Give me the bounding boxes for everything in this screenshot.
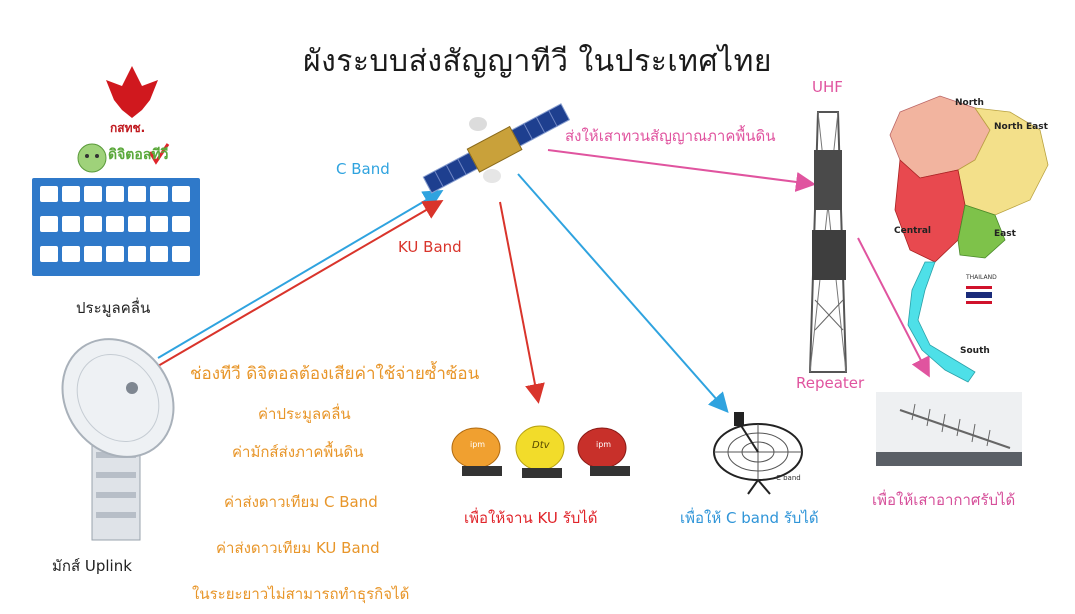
c-band-uplink-arrow [157, 189, 444, 359]
satellite-to-tower-label: ส่งให้เสาทวนสัญญาณภาคพื้นดิน [565, 127, 776, 145]
repeater-arrow [857, 237, 930, 378]
thai-flag-icon [966, 286, 992, 304]
ku-band-uplink-arrow [157, 199, 444, 367]
channel-logo [40, 186, 58, 202]
ku-dish-yellow-icon [515, 425, 565, 478]
cost-item: ในระยะยาวไม่สามารถทำธุรกิจได้ [192, 585, 410, 603]
channel-logo [128, 246, 146, 262]
ku-band-label: KU Band [398, 238, 462, 256]
ku-dish-caption: เพื่อให้จาน KU รับได้ [464, 509, 598, 527]
digital-tv-logo [77, 143, 170, 173]
dish-brand-text: ipm [596, 440, 612, 449]
c-band-label: C Band [336, 160, 390, 178]
channel-logo [128, 186, 146, 202]
map-label-east: East [994, 229, 1016, 239]
channel-logo [128, 216, 146, 232]
uhf-label: UHF [812, 78, 843, 96]
channel-logo [40, 216, 58, 232]
channel-logo [150, 216, 168, 232]
channel-logo [172, 216, 190, 232]
repeater-tower-icon [808, 111, 848, 373]
tower-downlink-arrow [547, 149, 816, 192]
c-band-dish-icon [713, 412, 803, 495]
tv-antenna-photo [876, 392, 1022, 466]
costs-heading: ช่องทีวี ดิจิตอลต้องเสียค่าใช้จ่ายซ้ำซ้อ… [190, 364, 480, 384]
channel-logo [84, 246, 102, 262]
channel-logo [84, 186, 102, 202]
c-dish-caption: เพื่อให้ C band รับได้ [680, 509, 819, 527]
nbtc-logo-text: กสทช. [110, 121, 146, 135]
channel-logo [150, 246, 168, 262]
satellite-icon [422, 103, 571, 194]
digital-tv-text: ดิจิตอลทีวี [108, 147, 169, 163]
dish-brand-text: Dtv [532, 440, 550, 451]
c-band-dish-text: C band [776, 474, 801, 482]
channel-logo [40, 246, 58, 262]
channel-logo [106, 186, 124, 202]
thailand-map [889, 95, 1049, 383]
repeater-label: Repeater [796, 374, 865, 392]
antenna-caption: เพื่อให้เสาอากาศรับได้ [872, 491, 1016, 509]
channel-logo [84, 216, 102, 232]
channel-logo [172, 246, 190, 262]
map-label-central: Central [894, 226, 932, 236]
cost-item: ค่าส่งดาวเทียม C Band [224, 493, 378, 511]
page-title: ผังระบบส่งสัญญาทีวี ในประเทศไทย [303, 44, 772, 79]
uplink-dish-icon [61, 338, 175, 541]
channel-logo [62, 216, 80, 232]
cost-item: ค่าประมูลคลื่น [258, 405, 351, 423]
c-downlink-arrow [517, 173, 729, 414]
channel-logo [150, 186, 168, 202]
channel-logo-grid [32, 178, 200, 276]
map-label-south: South [960, 346, 990, 356]
ku-downlink-arrow [499, 201, 545, 404]
ku-dish-orange-icon [451, 427, 502, 476]
uplink-label: มักส์ Uplink [52, 557, 132, 575]
channel-logo [62, 186, 80, 202]
channel-logo [62, 246, 80, 262]
channel-logo [106, 246, 124, 262]
channel-logo [106, 216, 124, 232]
map-label-north: North [955, 98, 984, 108]
map-label-thailand: THAILAND [966, 274, 997, 281]
channel-logo [172, 186, 190, 202]
dish-brand-text: ipm [470, 440, 486, 449]
cost-item: ค่าส่งดาวเทียม KU Band [216, 539, 380, 557]
map-label-north-east: North East [994, 122, 1048, 132]
ku-dish-red-icon [577, 427, 630, 476]
garuda-emblem-icon [106, 66, 158, 118]
source-label: ประมูลคลื่น [76, 299, 151, 317]
cost-item: ค่ามักส์ส่งภาคพื้นดิน [232, 443, 364, 461]
